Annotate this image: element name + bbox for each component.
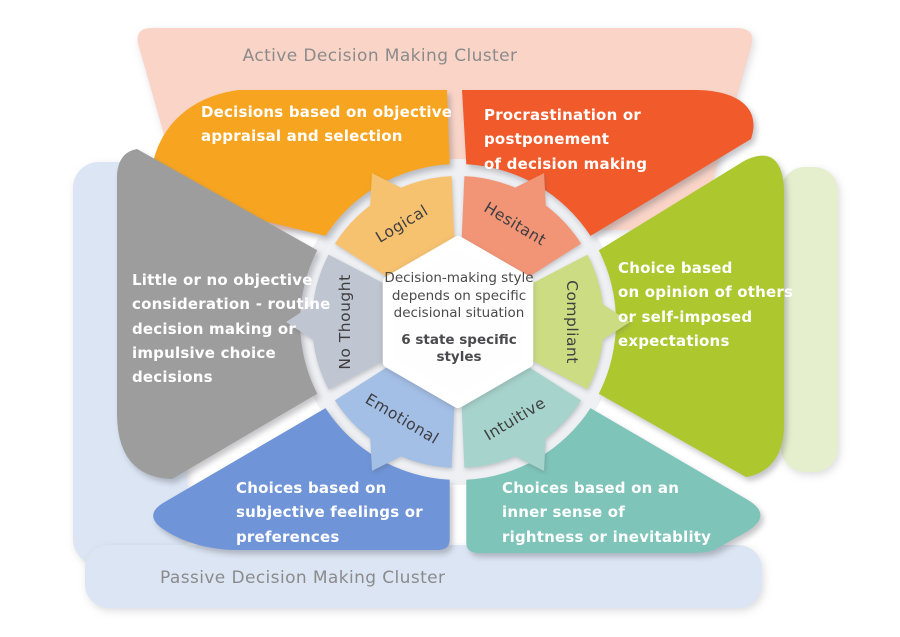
center-styles-count: 6 state specific styles [401,331,517,365]
petal-hesitant [462,90,754,236]
petal-text-emotional: Choices based on subjective feelings or … [236,479,423,546]
ring-segment-logical [334,173,455,281]
ring-segment-nothought [286,254,389,390]
petal-text-nothought: Little or no objective consideration - r… [132,271,331,387]
ring-segment-emotional [334,363,455,471]
ring-label-compliant: Compliant [563,280,581,364]
right-panel-shape [781,167,838,472]
passive-cluster-banner-shape [85,545,762,608]
passive-cluster-label: Passive Decision Making Cluster [160,568,446,588]
ring-label-nothought: No Thought [336,274,354,370]
active-cluster-label: Active Decision Making Cluster [242,46,518,66]
center-hexagon [382,236,534,408]
petal-text-compliant: Choice based on opinion of others or sel… [618,259,794,350]
ring-segment-intuitive [461,363,582,471]
petal-compliant [598,155,784,477]
petal-intuitive [466,408,761,553]
center-statement: Decision-making style depends on specifi… [384,270,534,322]
petal-text-logical: Decisions based on objective appraisal a… [201,103,453,146]
petal-text-hesitant: Procrastination or postponement of decis… [484,106,648,173]
petal-text-intuitive: Choices based on an inner sense of right… [502,479,712,546]
ring-segment-hesitant [461,173,582,281]
petal-nothought [117,149,318,479]
petal-emotional [153,408,450,550]
center-text-block: Decision-making style depends on specifi… [383,270,535,365]
ring-segment-compliant [527,254,630,390]
